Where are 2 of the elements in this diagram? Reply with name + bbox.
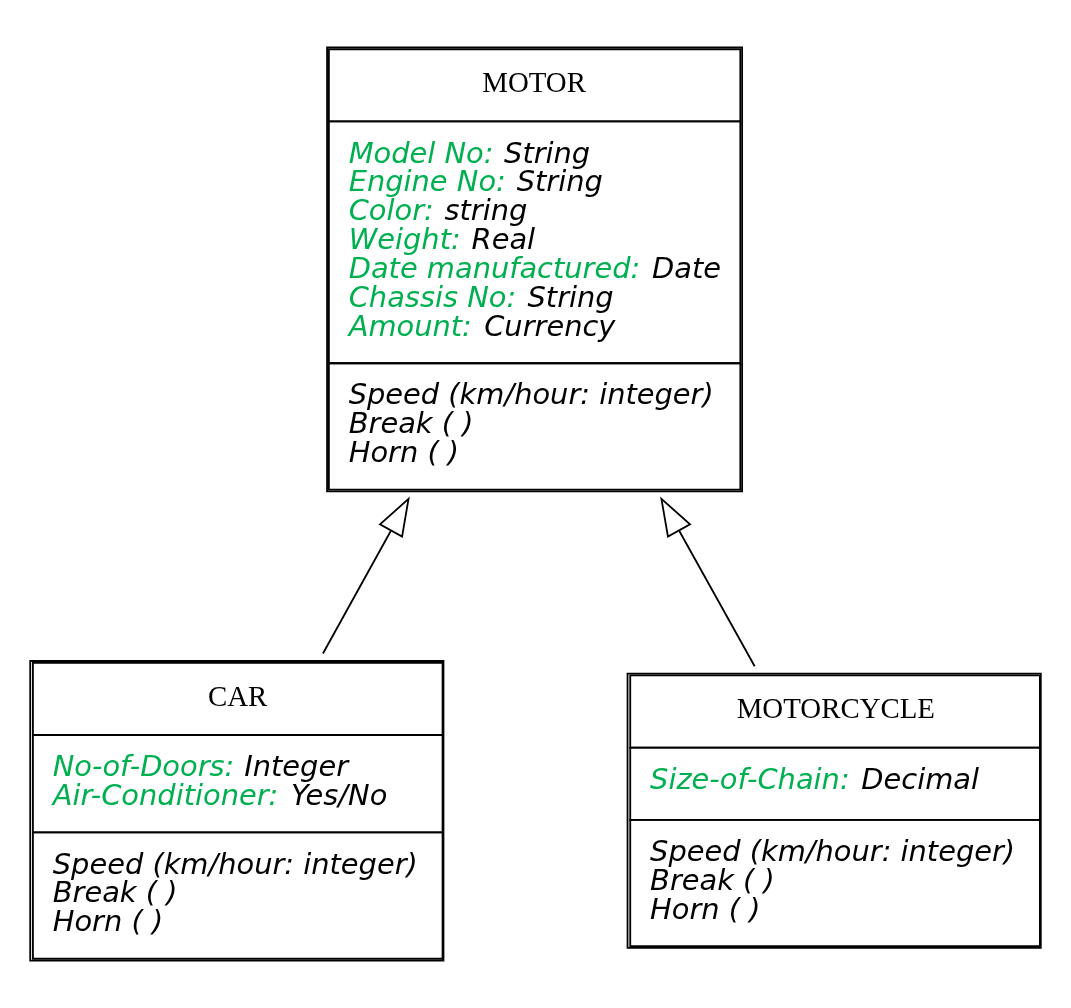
arrow [322,496,410,655]
arrow [660,496,756,668]
